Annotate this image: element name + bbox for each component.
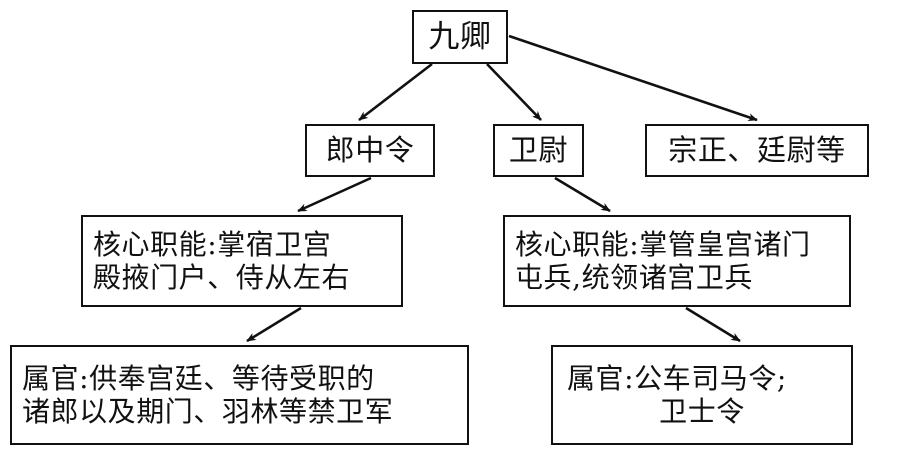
node-zongzheng-tingwei-label: 宗正、廷尉等 (668, 133, 846, 168)
node-langzhongling-duty-line2: 殿掖门户、侍从左右 (93, 261, 351, 294)
node-langzhongling-staff-line2: 诸郎以及期门、羽林等禁卫军 (22, 395, 394, 428)
node-langzhongling-staff[interactable]: 属官:供奉宫廷、等待受职的 诸郎以及期门、羽林等禁卫军 (10, 345, 469, 445)
node-weiwei-duty[interactable]: 核心职能:掌管皇宫诸门 屯兵,统领诸宫卫兵 (503, 215, 851, 307)
node-weiwei-staff-line2: 卫士令 (659, 395, 745, 428)
node-langzhongling-duty-line1: 核心职能:掌宿卫宫 (93, 227, 332, 261)
node-weiwei-duty-line2: 屯兵,统领诸宫卫兵 (515, 261, 753, 294)
node-jiuqing[interactable]: 九卿 (412, 10, 508, 64)
edge-langzhongling-to-duty (297, 176, 372, 213)
node-weiwei-duty-line1: 核心职能:掌管皇宫诸门 (515, 227, 811, 261)
node-langzhongling-label: 郎中令 (325, 133, 415, 168)
edge-root-to-others (508, 34, 758, 122)
edge-weiwei-to-duty (554, 176, 611, 213)
node-weiwei-staff-line1: 属官:公车司马令; (567, 361, 787, 395)
node-weiwei-label: 卫尉 (508, 133, 569, 168)
node-weiwei-staff[interactable]: 属官:公车司马令; 卫士令 (551, 345, 853, 445)
edge-root-to-langzhongling (358, 62, 433, 122)
node-langzhongling-duty[interactable]: 核心职能:掌宿卫宫 殿掖门户、侍从左右 (81, 215, 403, 307)
node-langzhongling-staff-line1: 属官:供奉宫廷、等待受职的 (22, 361, 375, 395)
edge-root-to-weiwei (486, 63, 542, 121)
node-jiuqing-label: 九卿 (428, 18, 492, 55)
node-zongzheng-tingwei[interactable]: 宗正、廷尉等 (645, 124, 869, 177)
node-langzhongling[interactable]: 郎中令 (305, 124, 435, 177)
edge-langzhongling-duty-to-staff (246, 306, 302, 343)
edge-weiwei-duty-to-staff (685, 306, 741, 343)
node-weiwei[interactable]: 卫尉 (493, 124, 584, 177)
